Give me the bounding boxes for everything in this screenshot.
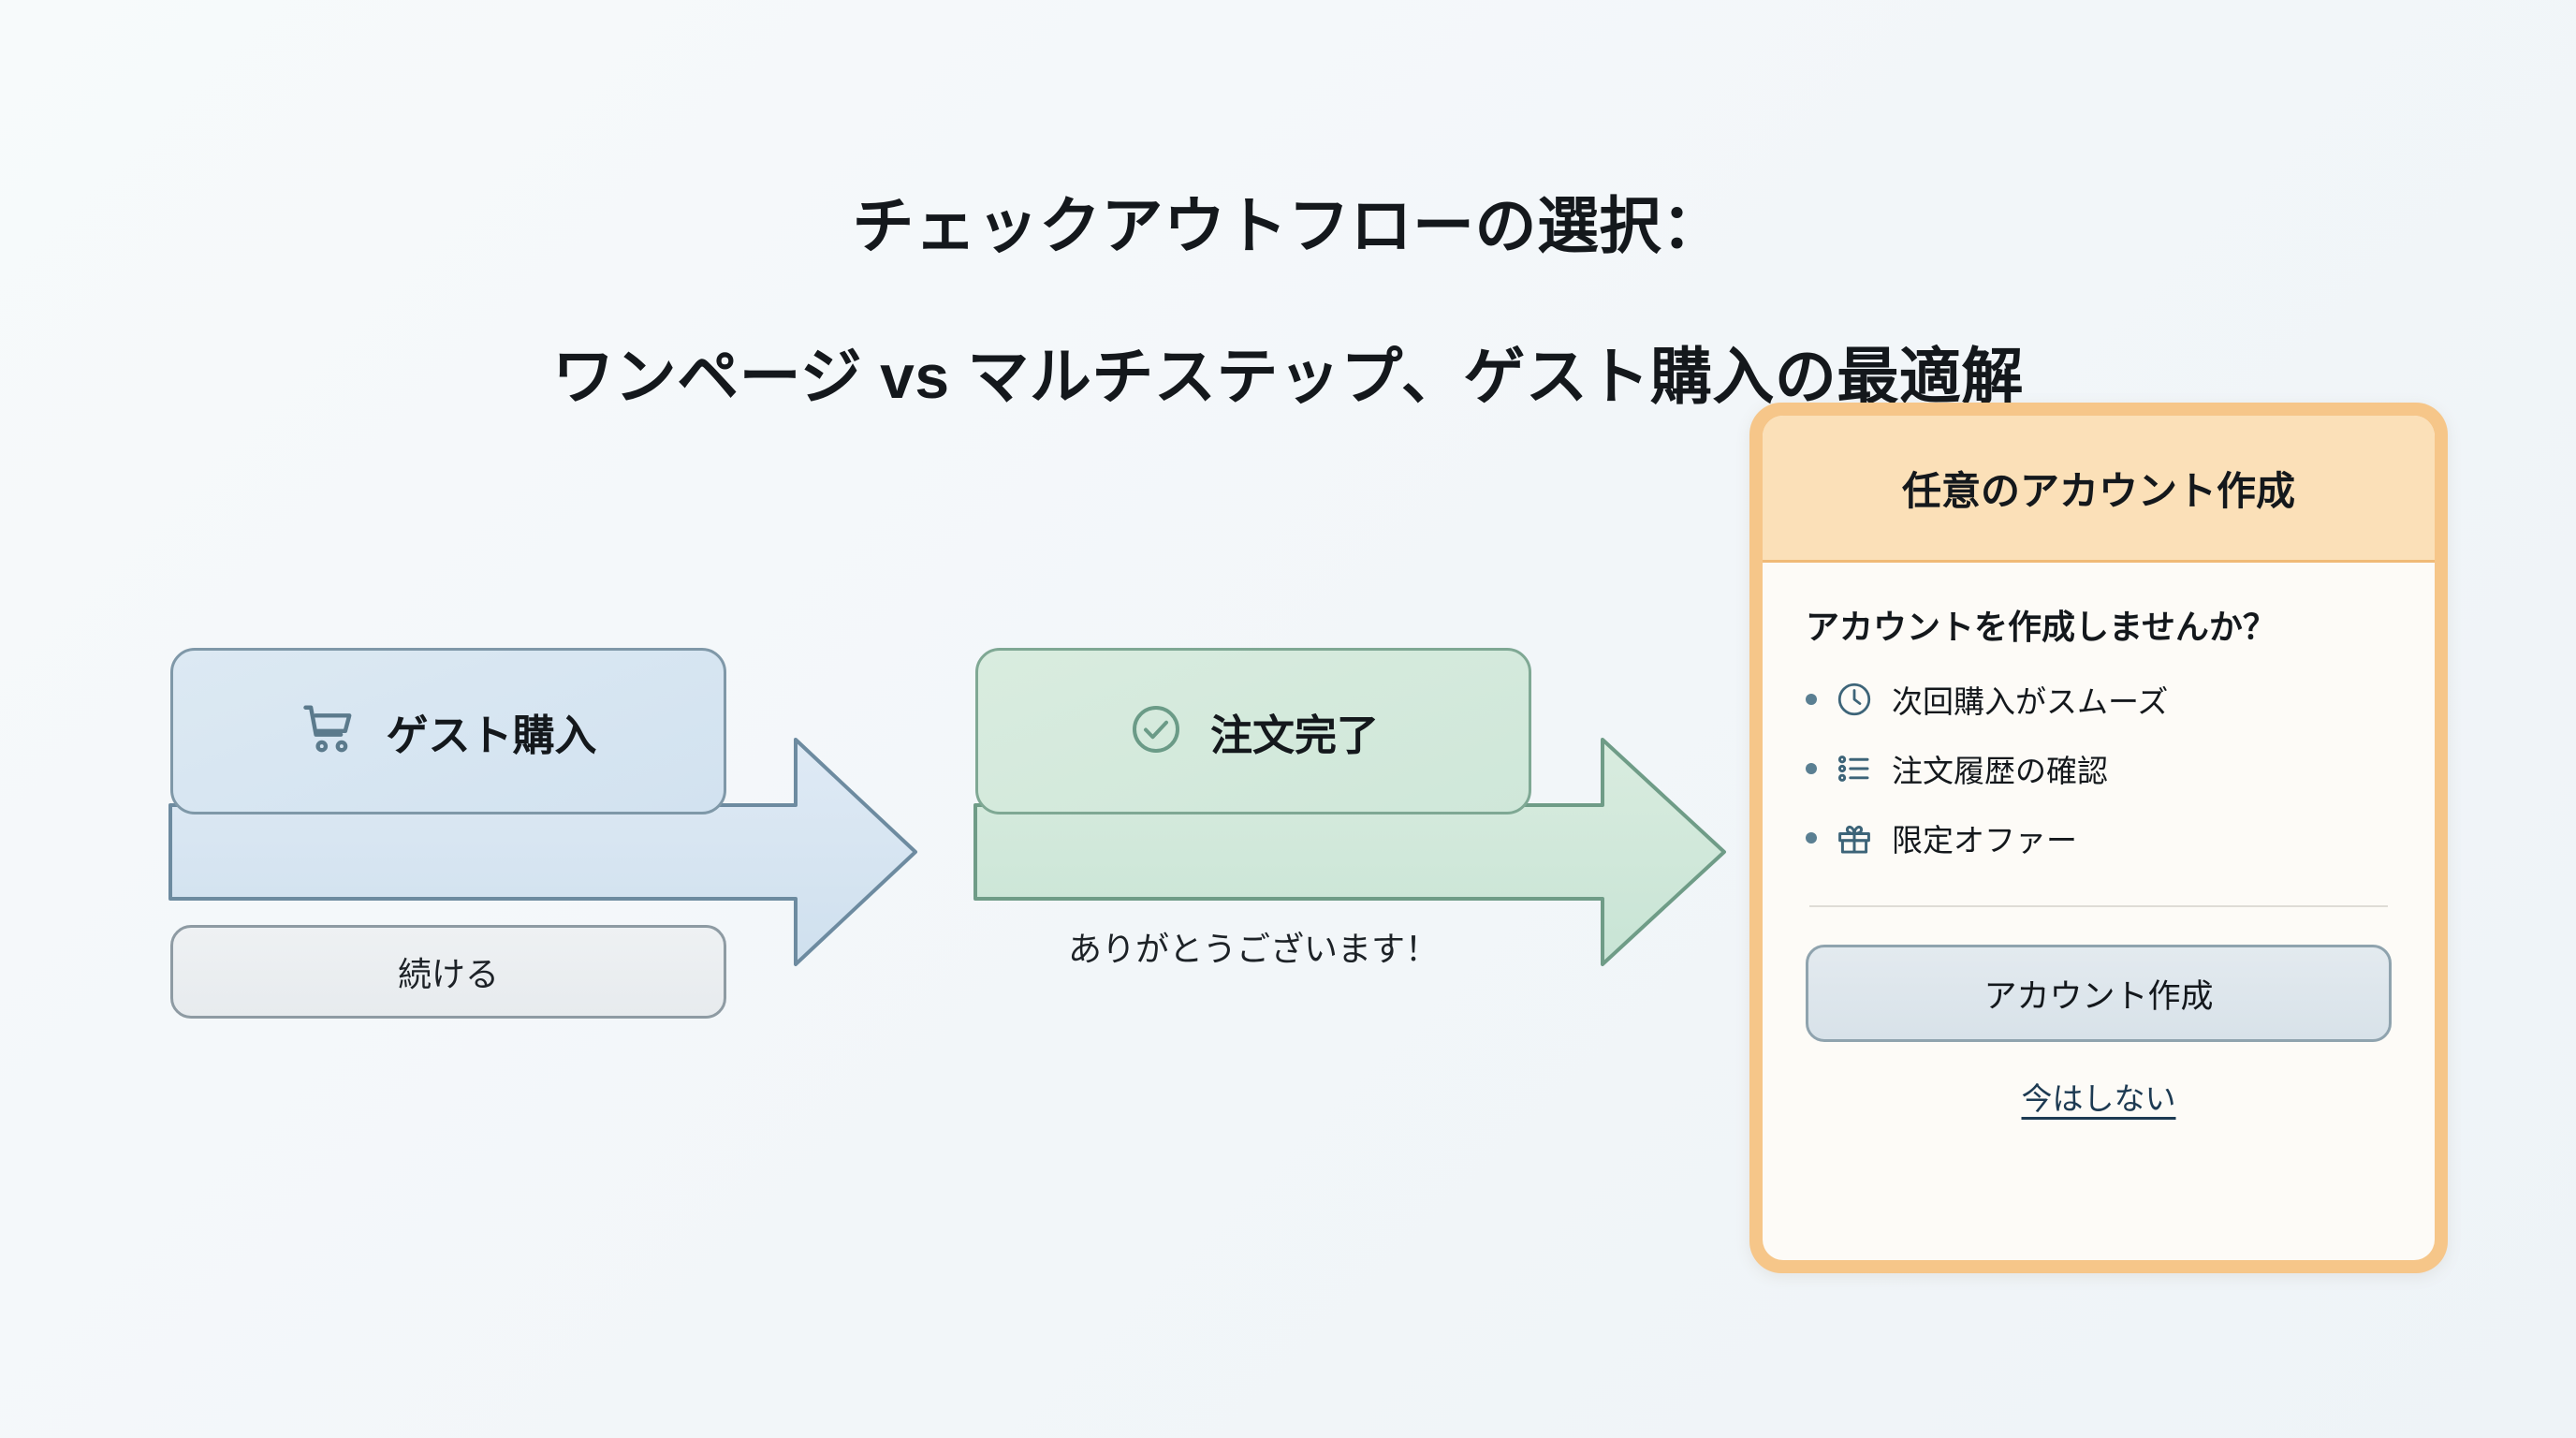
order-complete-label: 注文完了	[1209, 711, 1379, 759]
benefit-label: 次回購入がスムーズ	[1892, 684, 2169, 719]
bullet-dot	[1806, 694, 1817, 705]
bullet-dot	[1806, 763, 1817, 774]
clock-icon	[1834, 679, 1875, 720]
continue-button[interactable]: 続ける	[170, 925, 726, 1019]
benefit-item: 次回購入がスムーズ	[1806, 677, 2392, 722]
page-title: チェックアウトフローの選択： ワンページ vs マルチステップ、ゲスト購入の最適…	[0, 112, 2576, 490]
arrow-right-green	[973, 738, 1726, 966]
account-card-body: アカウントを作成しませんか？ 次回購入がスムーズ	[1763, 563, 2435, 1260]
page-title-line-1: チェックアウトフローの選択：	[852, 190, 1724, 260]
continue-button-label: 続ける	[397, 955, 499, 993]
list-icon	[1834, 748, 1875, 789]
guest-checkout-box[interactable]: ゲスト購入	[170, 648, 726, 814]
shopping-cart-icon	[300, 700, 358, 763]
create-account-button-label: アカウント作成	[1983, 977, 2214, 1015]
benefit-label: 限定オファー	[1892, 823, 2077, 858]
skip-account-link-wrap: 今はしない	[1806, 1074, 2392, 1119]
page-title-line-2: ワンページ vs マルチステップ、ゲスト購入の最適解	[552, 341, 2024, 411]
optional-account-card: 任意のアカウント作成 アカウントを作成しませんか？ 次回購入がスムーズ	[1749, 403, 2448, 1273]
arrow-right-blue	[168, 738, 917, 966]
benefit-item: 限定オファー	[1806, 815, 2392, 860]
gift-icon	[1834, 817, 1875, 858]
card-divider	[1809, 905, 2388, 907]
account-card-question: アカウントを作成しませんか？	[1806, 608, 2276, 646]
create-account-button[interactable]: アカウント作成	[1806, 945, 2392, 1042]
check-circle-icon	[1128, 701, 1184, 762]
benefit-label: 注文履歴の確認	[1892, 754, 2108, 788]
order-complete-box[interactable]: 注文完了	[975, 648, 1531, 814]
account-card-header: 任意のアカウント作成	[1763, 416, 2435, 563]
skip-account-link[interactable]: 今はしない	[2021, 1081, 2176, 1116]
thank-you-caption: ありがとうございます！	[1067, 930, 1439, 968]
account-card-inner: 任意のアカウント作成 アカウントを作成しませんか？ 次回購入がスムーズ	[1763, 416, 2435, 1260]
account-card-header-label: 任意のアカウント作成	[1901, 468, 2295, 513]
guest-checkout-label: ゲスト購入	[386, 711, 597, 759]
benefit-item: 注文履歴の確認	[1806, 746, 2392, 791]
bullet-dot	[1806, 832, 1817, 844]
